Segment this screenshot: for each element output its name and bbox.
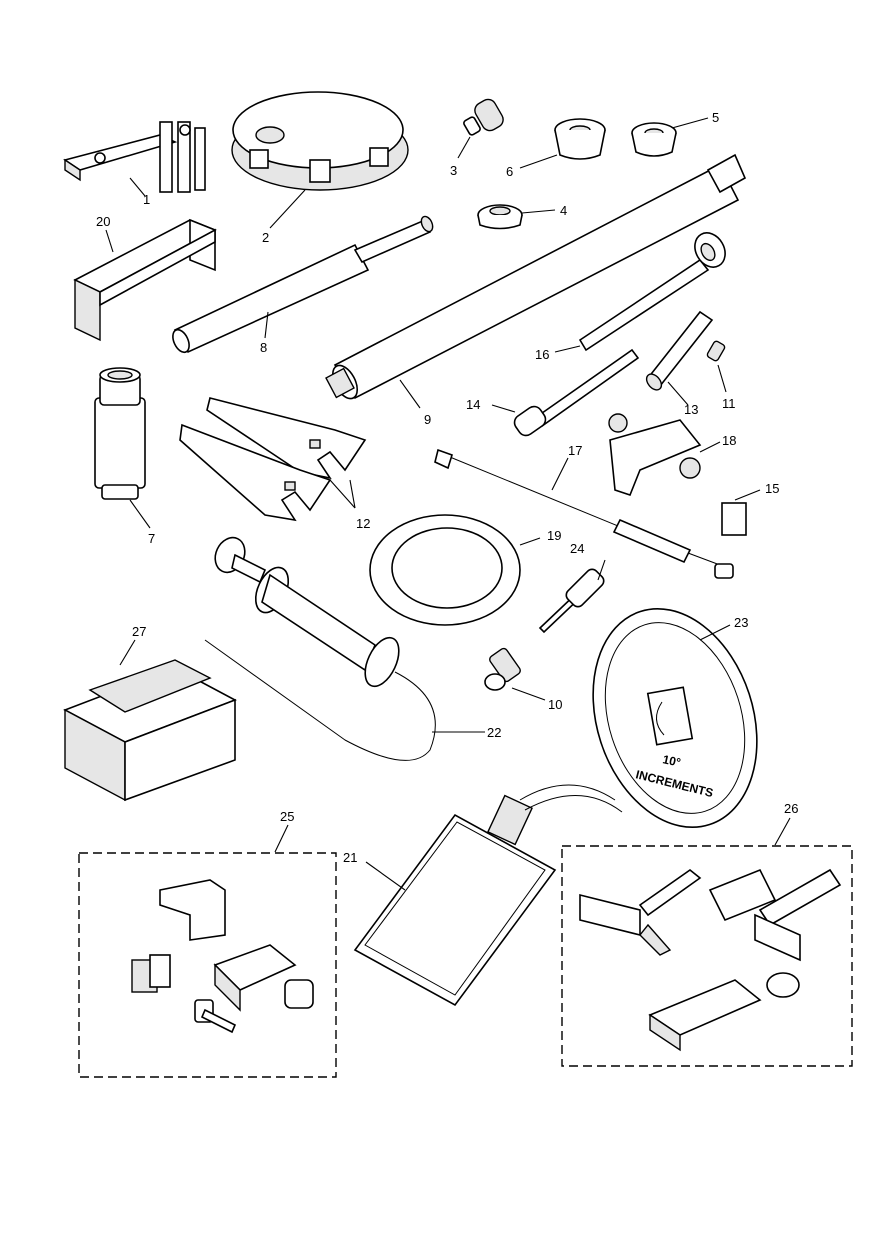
label-part-12: 12 bbox=[356, 516, 370, 531]
part-24-drawing bbox=[538, 559, 606, 634]
label-part-14: 14 bbox=[466, 397, 480, 412]
part-22-drawing bbox=[204, 536, 485, 761]
label-part-23: 23 bbox=[734, 615, 748, 630]
label-part-13: 13 bbox=[684, 402, 698, 417]
label-part-21: 21 bbox=[343, 850, 357, 865]
degree-wheel-degree-text: 10° bbox=[661, 752, 682, 770]
label-part-20: 20 bbox=[96, 214, 110, 229]
part-18-drawing bbox=[608, 413, 721, 496]
part-1-drawing bbox=[63, 121, 206, 197]
part-14-drawing bbox=[491, 348, 640, 437]
part-13-drawing bbox=[645, 310, 714, 406]
part-6-drawing bbox=[519, 118, 606, 169]
part-11-drawing bbox=[706, 340, 727, 393]
part-4-drawing bbox=[477, 204, 556, 230]
part-12-drawing bbox=[179, 397, 367, 522]
label-part-15: 15 bbox=[765, 481, 779, 496]
label-part-6: 6 bbox=[506, 164, 513, 179]
part-20-drawing bbox=[73, 218, 217, 342]
label-part-11: 11 bbox=[722, 396, 736, 411]
label-part-22: 22 bbox=[487, 725, 501, 740]
part-15-drawing bbox=[721, 489, 761, 536]
label-part-5: 5 bbox=[712, 110, 719, 125]
label-part-25: 25 bbox=[280, 809, 294, 824]
part-25-box bbox=[78, 824, 337, 1078]
part-2-drawing bbox=[231, 91, 409, 229]
label-part-2: 2 bbox=[262, 230, 269, 245]
label-part-26: 26 bbox=[784, 801, 798, 816]
part-3-drawing bbox=[457, 98, 504, 159]
part-8-drawing bbox=[172, 215, 434, 354]
label-part-7: 7 bbox=[148, 531, 155, 546]
label-part-17: 17 bbox=[568, 443, 582, 458]
label-part-9: 9 bbox=[424, 412, 431, 427]
label-part-3: 3 bbox=[450, 163, 457, 178]
label-part-19: 19 bbox=[547, 528, 561, 543]
label-part-1: 1 bbox=[143, 192, 150, 207]
part-16-drawing bbox=[554, 232, 726, 353]
label-part-4: 4 bbox=[560, 203, 567, 218]
label-part-8: 8 bbox=[260, 340, 267, 355]
part-9-drawing bbox=[325, 153, 747, 409]
label-part-24: 24 bbox=[570, 541, 584, 556]
part-21-drawing bbox=[353, 784, 623, 1007]
part-5-drawing bbox=[631, 117, 709, 157]
part-26-box bbox=[561, 817, 853, 1067]
part-27-drawing bbox=[63, 639, 237, 802]
part-7-drawing bbox=[94, 367, 151, 529]
part-23-drawing bbox=[592, 607, 758, 829]
label-part-10: 10 bbox=[548, 697, 562, 712]
part-10-drawing bbox=[484, 647, 546, 701]
part-17-drawing bbox=[434, 448, 734, 579]
label-part-18: 18 bbox=[722, 433, 736, 448]
part-19-drawing bbox=[369, 514, 541, 626]
label-part-27: 27 bbox=[132, 624, 146, 639]
label-part-16: 16 bbox=[535, 347, 549, 362]
